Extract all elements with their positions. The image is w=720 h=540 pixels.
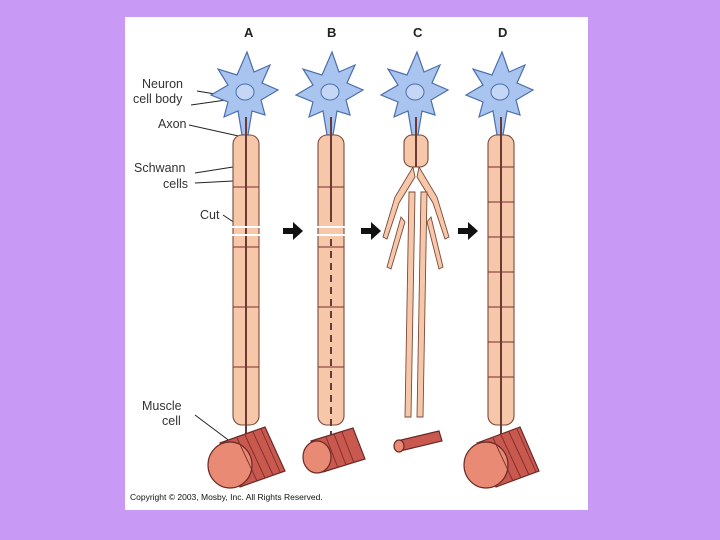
diagram-slide: A B C D Neuron cell body Axon Schwann ce… [125, 17, 588, 510]
nucleus-a [235, 83, 255, 101]
panel-letter-c: C [413, 25, 423, 40]
label-muscle-line2: cell [162, 414, 181, 428]
label-muscle-line1: Muscle [142, 399, 182, 413]
panel-letter-a: A [244, 25, 254, 40]
label-neuron-line2: cell body [133, 92, 183, 106]
muscle-cell-c [393, 430, 443, 453]
nucleus-d [490, 83, 510, 101]
regenerating-sprouts-c [382, 165, 450, 418]
label-schwann-line1: Schwann [134, 161, 185, 175]
label-pointers [188, 90, 244, 446]
neuron-stage-d [463, 50, 540, 489]
neuron-stage-b [294, 50, 366, 474]
copyright-notice: Copyright © 2003, Mosby, Inc. All Rights… [130, 492, 323, 502]
panel-letter-d: D [498, 25, 507, 40]
arrow-c-to-d [458, 222, 478, 240]
nucleus-b [320, 83, 340, 101]
label-neuron-line1: Neuron [142, 77, 183, 91]
arrow-a-to-b [283, 222, 303, 240]
nucleus-c [405, 83, 425, 101]
neuron-stage-a [207, 50, 286, 489]
muscle-cell-a [207, 426, 286, 489]
label-axon: Axon [158, 117, 187, 131]
label-cut: Cut [200, 208, 220, 222]
nerve-regeneration-diagram: A B C D Neuron cell body Axon Schwann ce… [130, 25, 540, 502]
panel-letter-b: B [327, 25, 336, 40]
label-schwann-line2: cells [163, 177, 188, 191]
arrow-b-to-c [361, 222, 381, 240]
neuron-stage-c [379, 50, 450, 453]
muscle-cell-d [463, 426, 540, 489]
muscle-cell-b [302, 427, 366, 474]
